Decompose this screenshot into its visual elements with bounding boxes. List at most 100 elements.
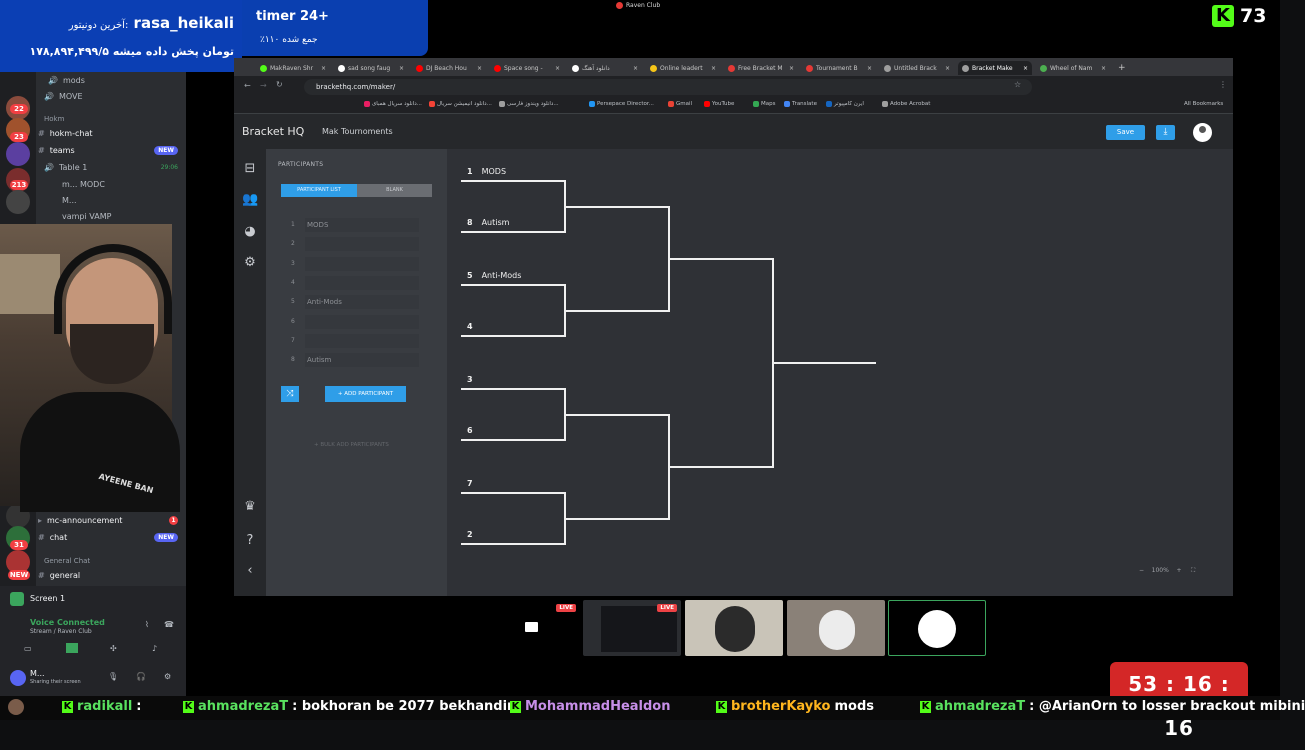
- browser-tab[interactable]: sad song faug×: [334, 61, 408, 75]
- help-icon[interactable]: ?: [246, 533, 254, 548]
- soundboard-icon[interactable]: ♪: [152, 644, 158, 653]
- microphone-icon[interactable]: 🎙: [108, 672, 119, 681]
- shuffle-button[interactable]: ⤨: [281, 386, 299, 402]
- close-icon[interactable]: ×: [866, 64, 872, 72]
- browser-tab[interactable]: Space song -×: [490, 61, 564, 75]
- participant-name-input[interactable]: [305, 256, 419, 271]
- browser-tab[interactable]: MakRaven Shr×: [256, 61, 330, 75]
- voice-channel-name[interactable]: Stream / Raven Club: [30, 628, 92, 635]
- bracket-slot[interactable]: 7: [467, 479, 482, 488]
- browser-tab[interactable]: Free Bracket M×: [724, 61, 798, 75]
- stream-tile[interactable]: LIVE: [583, 600, 681, 656]
- forward-icon[interactable]: →: [260, 81, 267, 90]
- zoom-out-icon[interactable]: −: [1139, 567, 1145, 574]
- voice-channel-mods[interactable]: 🔊mods: [48, 75, 85, 85]
- close-icon[interactable]: ×: [398, 64, 404, 72]
- bracket-slot[interactable]: 3: [467, 375, 482, 384]
- browser-tab[interactable]: Tournament B×: [802, 61, 876, 75]
- all-bookmarks[interactable]: All Bookmarks: [1184, 101, 1224, 107]
- url-bar[interactable]: brackethq.com/maker/: [304, 79, 1032, 95]
- voice-user[interactable]: m... MODC: [62, 179, 105, 189]
- close-icon[interactable]: ×: [476, 64, 482, 72]
- download-button[interactable]: ⤓: [1156, 125, 1175, 140]
- close-icon[interactable]: ×: [632, 64, 638, 72]
- bookmark[interactable]: ایرن کامپیوتر: [826, 101, 864, 107]
- close-icon[interactable]: ×: [554, 64, 560, 72]
- bookmark[interactable]: Translate: [784, 101, 817, 107]
- participant-name-input[interactable]: [305, 237, 419, 252]
- voice-user[interactable]: M...: [62, 195, 77, 205]
- reload-icon[interactable]: ↻: [276, 80, 283, 89]
- browser-tab[interactable]: دانلود آهنگ×: [568, 61, 642, 75]
- save-button[interactable]: Save: [1106, 125, 1145, 140]
- participant-name-input[interactable]: [305, 314, 419, 329]
- tab-participant-list[interactable]: PARTICIPANT LIST: [281, 184, 357, 197]
- voice-user[interactable]: vampi VAMP: [62, 211, 112, 221]
- headphones-icon[interactable]: 🎧: [136, 672, 146, 681]
- bulk-add-link[interactable]: + BULK ADD PARTICIPANTS: [314, 442, 389, 448]
- user-tile[interactable]: [787, 600, 885, 656]
- channel-general[interactable]: #general: [38, 570, 81, 580]
- browser-tab[interactable]: Online leadert×: [646, 61, 720, 75]
- new-tab-icon[interactable]: +: [1118, 63, 1126, 73]
- participant-name-input[interactable]: [305, 333, 419, 348]
- server-icon[interactable]: [6, 190, 30, 214]
- user-avatar[interactable]: [1193, 123, 1212, 142]
- close-icon[interactable]: ×: [320, 64, 326, 72]
- settings-gear-icon[interactable]: ⚙: [244, 255, 256, 270]
- browser-tab[interactable]: DJ Beach Hou×: [412, 61, 486, 75]
- close-icon[interactable]: ×: [710, 64, 716, 72]
- close-icon[interactable]: ×: [944, 64, 950, 72]
- bookmark[interactable]: Maps: [753, 101, 775, 107]
- user-tile-speaking[interactable]: [888, 600, 986, 656]
- activities-icon[interactable]: ✣: [110, 644, 117, 653]
- close-icon[interactable]: ×: [788, 64, 794, 72]
- user-tile[interactable]: [685, 600, 783, 656]
- menu-icon[interactable]: ⋮: [1219, 80, 1227, 89]
- back-icon[interactable]: ←: [244, 81, 251, 90]
- fullscreen-icon[interactable]: ⛶: [1191, 567, 1196, 574]
- category-general-chat[interactable]: General Chat: [44, 557, 91, 565]
- bookmark[interactable]: Gmail: [668, 101, 692, 107]
- users-icon[interactable]: 👥: [242, 192, 259, 207]
- palette-icon[interactable]: ◕: [244, 224, 256, 239]
- gear-icon[interactable]: ⚙: [164, 672, 172, 681]
- category-hokm[interactable]: Hokm: [44, 115, 65, 123]
- camera-icon[interactable]: ▭: [24, 644, 32, 653]
- bookmark[interactable]: Adobe Acrobat: [882, 101, 930, 107]
- crown-icon[interactable]: ♛: [244, 499, 256, 514]
- add-participant-button[interactable]: + ADD PARTICIPANT: [325, 386, 406, 402]
- collapse-icon[interactable]: ‹: [247, 563, 253, 578]
- tournament-name[interactable]: Mak Tournoments: [322, 127, 393, 136]
- bookmark[interactable]: دانلود ویندوز فارسی...: [499, 101, 559, 107]
- bookmark[interactable]: Persepace Director...: [589, 101, 654, 107]
- participant-name-input[interactable]: Anti-Mods: [305, 295, 419, 310]
- app-logo[interactable]: Bracket HQ: [242, 125, 305, 138]
- browser-tab[interactable]: Wheel of Nam×: [1036, 61, 1110, 75]
- bookmark[interactable]: YouTube: [704, 101, 734, 107]
- stream-tile[interactable]: LIVE: [482, 600, 580, 656]
- tab-blank[interactable]: BLANK: [357, 184, 432, 197]
- browser-tab[interactable]: Bracket Make×: [958, 61, 1032, 75]
- participant-name-input[interactable]: MODS: [305, 218, 419, 232]
- voice-channel-move[interactable]: 🔊MOVE: [44, 91, 83, 101]
- disconnect-icon[interactable]: ☎: [164, 620, 174, 629]
- star-icon[interactable]: ☆: [1014, 80, 1022, 89]
- bracket-slot[interactable]: 2: [467, 530, 482, 539]
- share-screen-button[interactable]: [66, 643, 78, 653]
- bracket-icon[interactable]: ⊟: [244, 161, 256, 176]
- channel-hokm-chat[interactable]: #hokm-chat: [38, 128, 93, 138]
- bookmark[interactable]: دانلود سریال همبای...: [364, 101, 422, 107]
- avatar[interactable]: [10, 670, 26, 686]
- close-icon[interactable]: ×: [1100, 64, 1106, 72]
- noise-suppression-icon[interactable]: ⌇: [145, 620, 149, 629]
- bracket-slot[interactable]: 6: [467, 426, 482, 435]
- bookmark[interactable]: دانلود انیمیشن سریال...: [429, 101, 492, 107]
